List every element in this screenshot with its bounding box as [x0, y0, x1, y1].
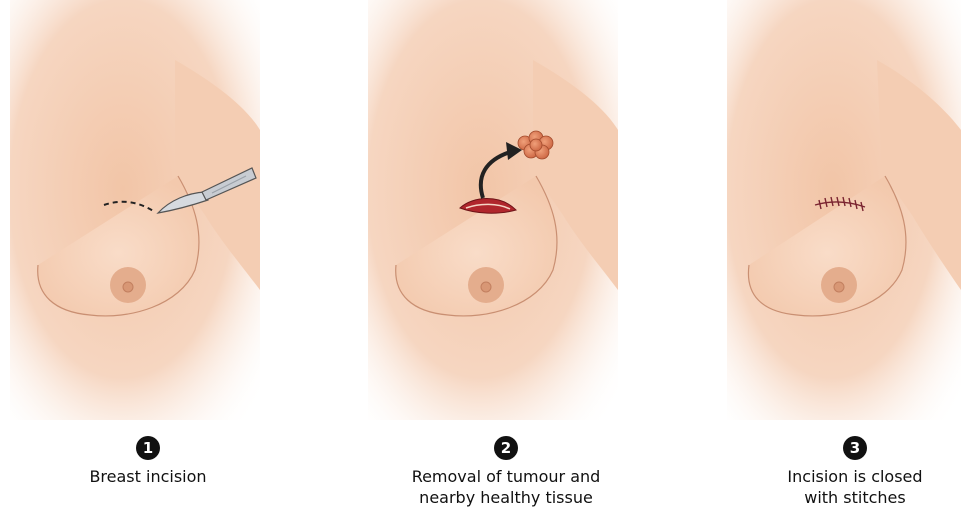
step-caption: Breast incision [23, 466, 273, 487]
step-number-badge: 1 [136, 436, 160, 460]
caption-line: nearby healthy tissue [381, 487, 631, 508]
caption-line: Breast incision [23, 466, 273, 487]
torso-illustration-3 [727, 0, 961, 420]
torso-illustration-2 [368, 0, 618, 420]
panel-stitches [727, 0, 961, 420]
step-caption: Removal of tumour and nearby healthy tis… [381, 466, 631, 508]
step-1: 1 Breast incision [23, 436, 273, 487]
caption-line: with stitches [730, 487, 961, 508]
caption-line: Incision is closed [730, 466, 961, 487]
step-2: 2 Removal of tumour and nearby healthy t… [381, 436, 631, 508]
step-caption: Incision is closed with stitches [730, 466, 961, 508]
torso-illustration-1 [10, 0, 260, 420]
panel-breast-incision [10, 0, 260, 420]
nipple [481, 282, 491, 292]
panel-tumour-removal [368, 0, 618, 420]
nipple [834, 282, 844, 292]
caption-line: Removal of tumour and [381, 466, 631, 487]
step-number-badge: 3 [843, 436, 867, 460]
step-number-badge: 2 [494, 436, 518, 460]
step-3: 3 Incision is closed with stitches [730, 436, 961, 508]
nipple [123, 282, 133, 292]
